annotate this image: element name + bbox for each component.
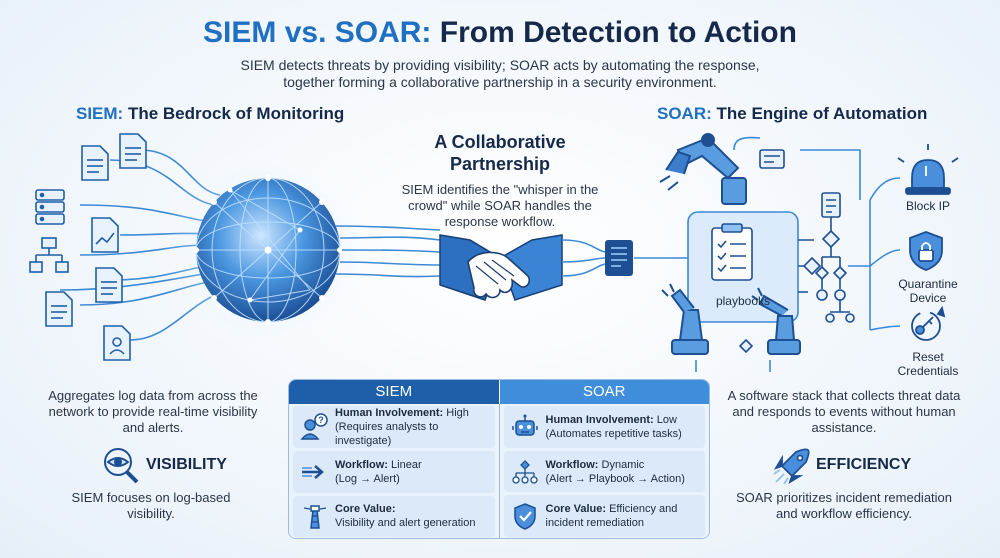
- center-heading-line-1: A Collaborative: [434, 132, 566, 152]
- subtitle: SIEM detects threats by providing visibi…: [200, 57, 800, 91]
- center-description: SIEM identifies the "whisper in the crow…: [401, 182, 599, 229]
- row-label: Core Value:: [335, 503, 396, 516]
- row-text: Workflow: Dynamic (Alert → Playbook → Ac…: [546, 458, 685, 486]
- row-sub: (Log → Alert): [335, 472, 400, 485]
- robot-icon: [511, 414, 538, 436]
- row-text: Human Involvement: Low (Automates repeti…: [546, 413, 682, 441]
- action-block-ip: Block IP: [905, 199, 950, 213]
- row-label: Human Involvement:: [545, 413, 654, 426]
- row-label: Workflow:: [545, 458, 599, 471]
- lock-shield-icon: [909, 231, 943, 271]
- row-sub: (Requires analysts to investigate): [335, 421, 439, 447]
- center-heading-line-2: Partnership: [449, 154, 551, 174]
- user-document-icon: [103, 325, 131, 361]
- playbook-icon: [711, 223, 753, 281]
- row-value: Dynamic: [598, 458, 645, 471]
- center-heading: A Collaborative Partnership: [390, 131, 610, 175]
- row-value: Linear: [387, 458, 422, 471]
- svg-text:?: ?: [318, 415, 324, 425]
- row-sub: (Alert → Playbook → Action): [545, 472, 685, 485]
- soar-description: A software stack that collects threat da…: [727, 388, 961, 435]
- table-row: Workflow: Dynamic (Alert → Playbook → Ac…: [503, 450, 705, 493]
- comparison-table: SIEM SOAR ? Human Involvement: High (Req…: [288, 379, 710, 539]
- flowchart-icon: [814, 192, 855, 323]
- robot-arm-icon: [661, 283, 709, 355]
- shield-check-icon: [513, 503, 536, 530]
- document-icon: [81, 145, 109, 181]
- soar-column: Human Involvement: Low (Automates repeti…: [499, 404, 709, 538]
- log-file-icon: [45, 291, 73, 327]
- siren-icon: [897, 144, 959, 195]
- action-reset-credentials: Reset Credentials: [897, 350, 959, 378]
- row-label: Workflow:: [335, 458, 388, 471]
- network-globe-icon: [193, 175, 343, 325]
- handshake-to-soar-lines: [561, 239, 690, 277]
- document-icon: [759, 149, 785, 169]
- person-question-icon: ?: [300, 413, 328, 440]
- row-text: Human Involvement: High (Requires analys…: [335, 406, 489, 448]
- handshake-icon: [439, 234, 563, 301]
- document-icon: [95, 267, 123, 303]
- row-sub: Visibility and alert generation: [335, 517, 476, 530]
- table-row: ? Human Involvement: High (Requires anal…: [293, 406, 495, 448]
- siem-heading-rest: The Bedrock of Monitoring: [123, 104, 345, 123]
- table-header-siem: SIEM: [289, 380, 500, 404]
- table-row: Human Involvement: Low (Automates repeti…: [503, 406, 705, 448]
- row-value: Efficiency and: [606, 503, 678, 516]
- robot-arm-icon: [659, 133, 747, 205]
- file-chart-icon: [91, 217, 119, 253]
- action-quarantine-device: Quarantine Device: [898, 277, 958, 305]
- title-rest: From Detection to Action: [431, 16, 797, 49]
- row-value: High: [443, 407, 469, 419]
- visibility-description: SIEM focuses on log-based visibility.: [71, 490, 231, 521]
- table-header-soar: SOAR: [499, 380, 709, 404]
- server-icon: [35, 189, 65, 225]
- row-sub: (Automates repetitive tasks): [545, 427, 682, 440]
- title-highlight: SIEM vs. SOAR:: [203, 16, 432, 49]
- document-icon: [119, 133, 147, 169]
- table-body: ? Human Involvement: High (Requires anal…: [289, 404, 709, 538]
- row-text: Core Value: Efficiency and incident reme…: [546, 502, 678, 530]
- efficiency-heading: EFFICIENCY: [816, 456, 912, 473]
- siem-description: Aggregates log data from across the netw…: [48, 388, 258, 435]
- workflow-tree-icon: [511, 459, 538, 484]
- siem-heading: SIEM: The Bedrock of Monitoring: [76, 104, 344, 124]
- table-row: Core Value: Efficiency and incident reme…: [503, 495, 705, 538]
- subtitle-line-1: SIEM detects threats by providing visibi…: [240, 57, 760, 73]
- row-label: Human Involvement:: [335, 407, 444, 419]
- robot-arm-icon: [751, 287, 801, 355]
- row-label: Core Value:: [545, 503, 607, 516]
- row-text: Workflow: Linear (Log → Alert): [335, 458, 422, 486]
- siem-to-handshake-lines: [335, 225, 441, 278]
- siem-column: ? Human Involvement: High (Requires anal…: [289, 404, 500, 538]
- page-title: SIEM vs. SOAR: From Detection to Action: [0, 16, 1000, 50]
- subtitle-line-2: together forming a collaborative partner…: [283, 74, 717, 90]
- arrow-right-icon: [302, 464, 324, 479]
- row-text: Core Value: Visibility and alert generat…: [335, 502, 475, 530]
- siem-heading-highlight: SIEM:: [76, 104, 124, 123]
- action-connectors: [695, 136, 901, 372]
- decision-diamond-icon: [738, 239, 822, 354]
- soar-heading-highlight: SOAR:: [657, 104, 712, 123]
- soar-heading-rest: The Engine of Automation: [711, 104, 928, 123]
- rocket-icon: [773, 448, 810, 485]
- table-header: SIEM SOAR: [289, 380, 709, 404]
- lighthouse-icon: [303, 505, 327, 529]
- efficiency-description: SOAR prioritizes incident remediation an…: [735, 490, 953, 521]
- table-row: Workflow: Linear (Log → Alert): [293, 451, 495, 493]
- row-sub: incident remediation: [545, 517, 644, 530]
- log-block-icon: [605, 240, 633, 276]
- magnifier-eye-icon: [104, 448, 139, 484]
- key-reset-icon: [911, 305, 946, 341]
- soar-heading: SOAR: The Engine of Automation: [657, 104, 927, 124]
- visibility-heading: VISIBILITY: [146, 456, 227, 473]
- row-value: Low: [653, 413, 677, 426]
- network-icon: [29, 237, 69, 273]
- table-row: Core Value: Visibility and alert generat…: [293, 495, 495, 537]
- playbooks-label: playbooks: [715, 294, 771, 308]
